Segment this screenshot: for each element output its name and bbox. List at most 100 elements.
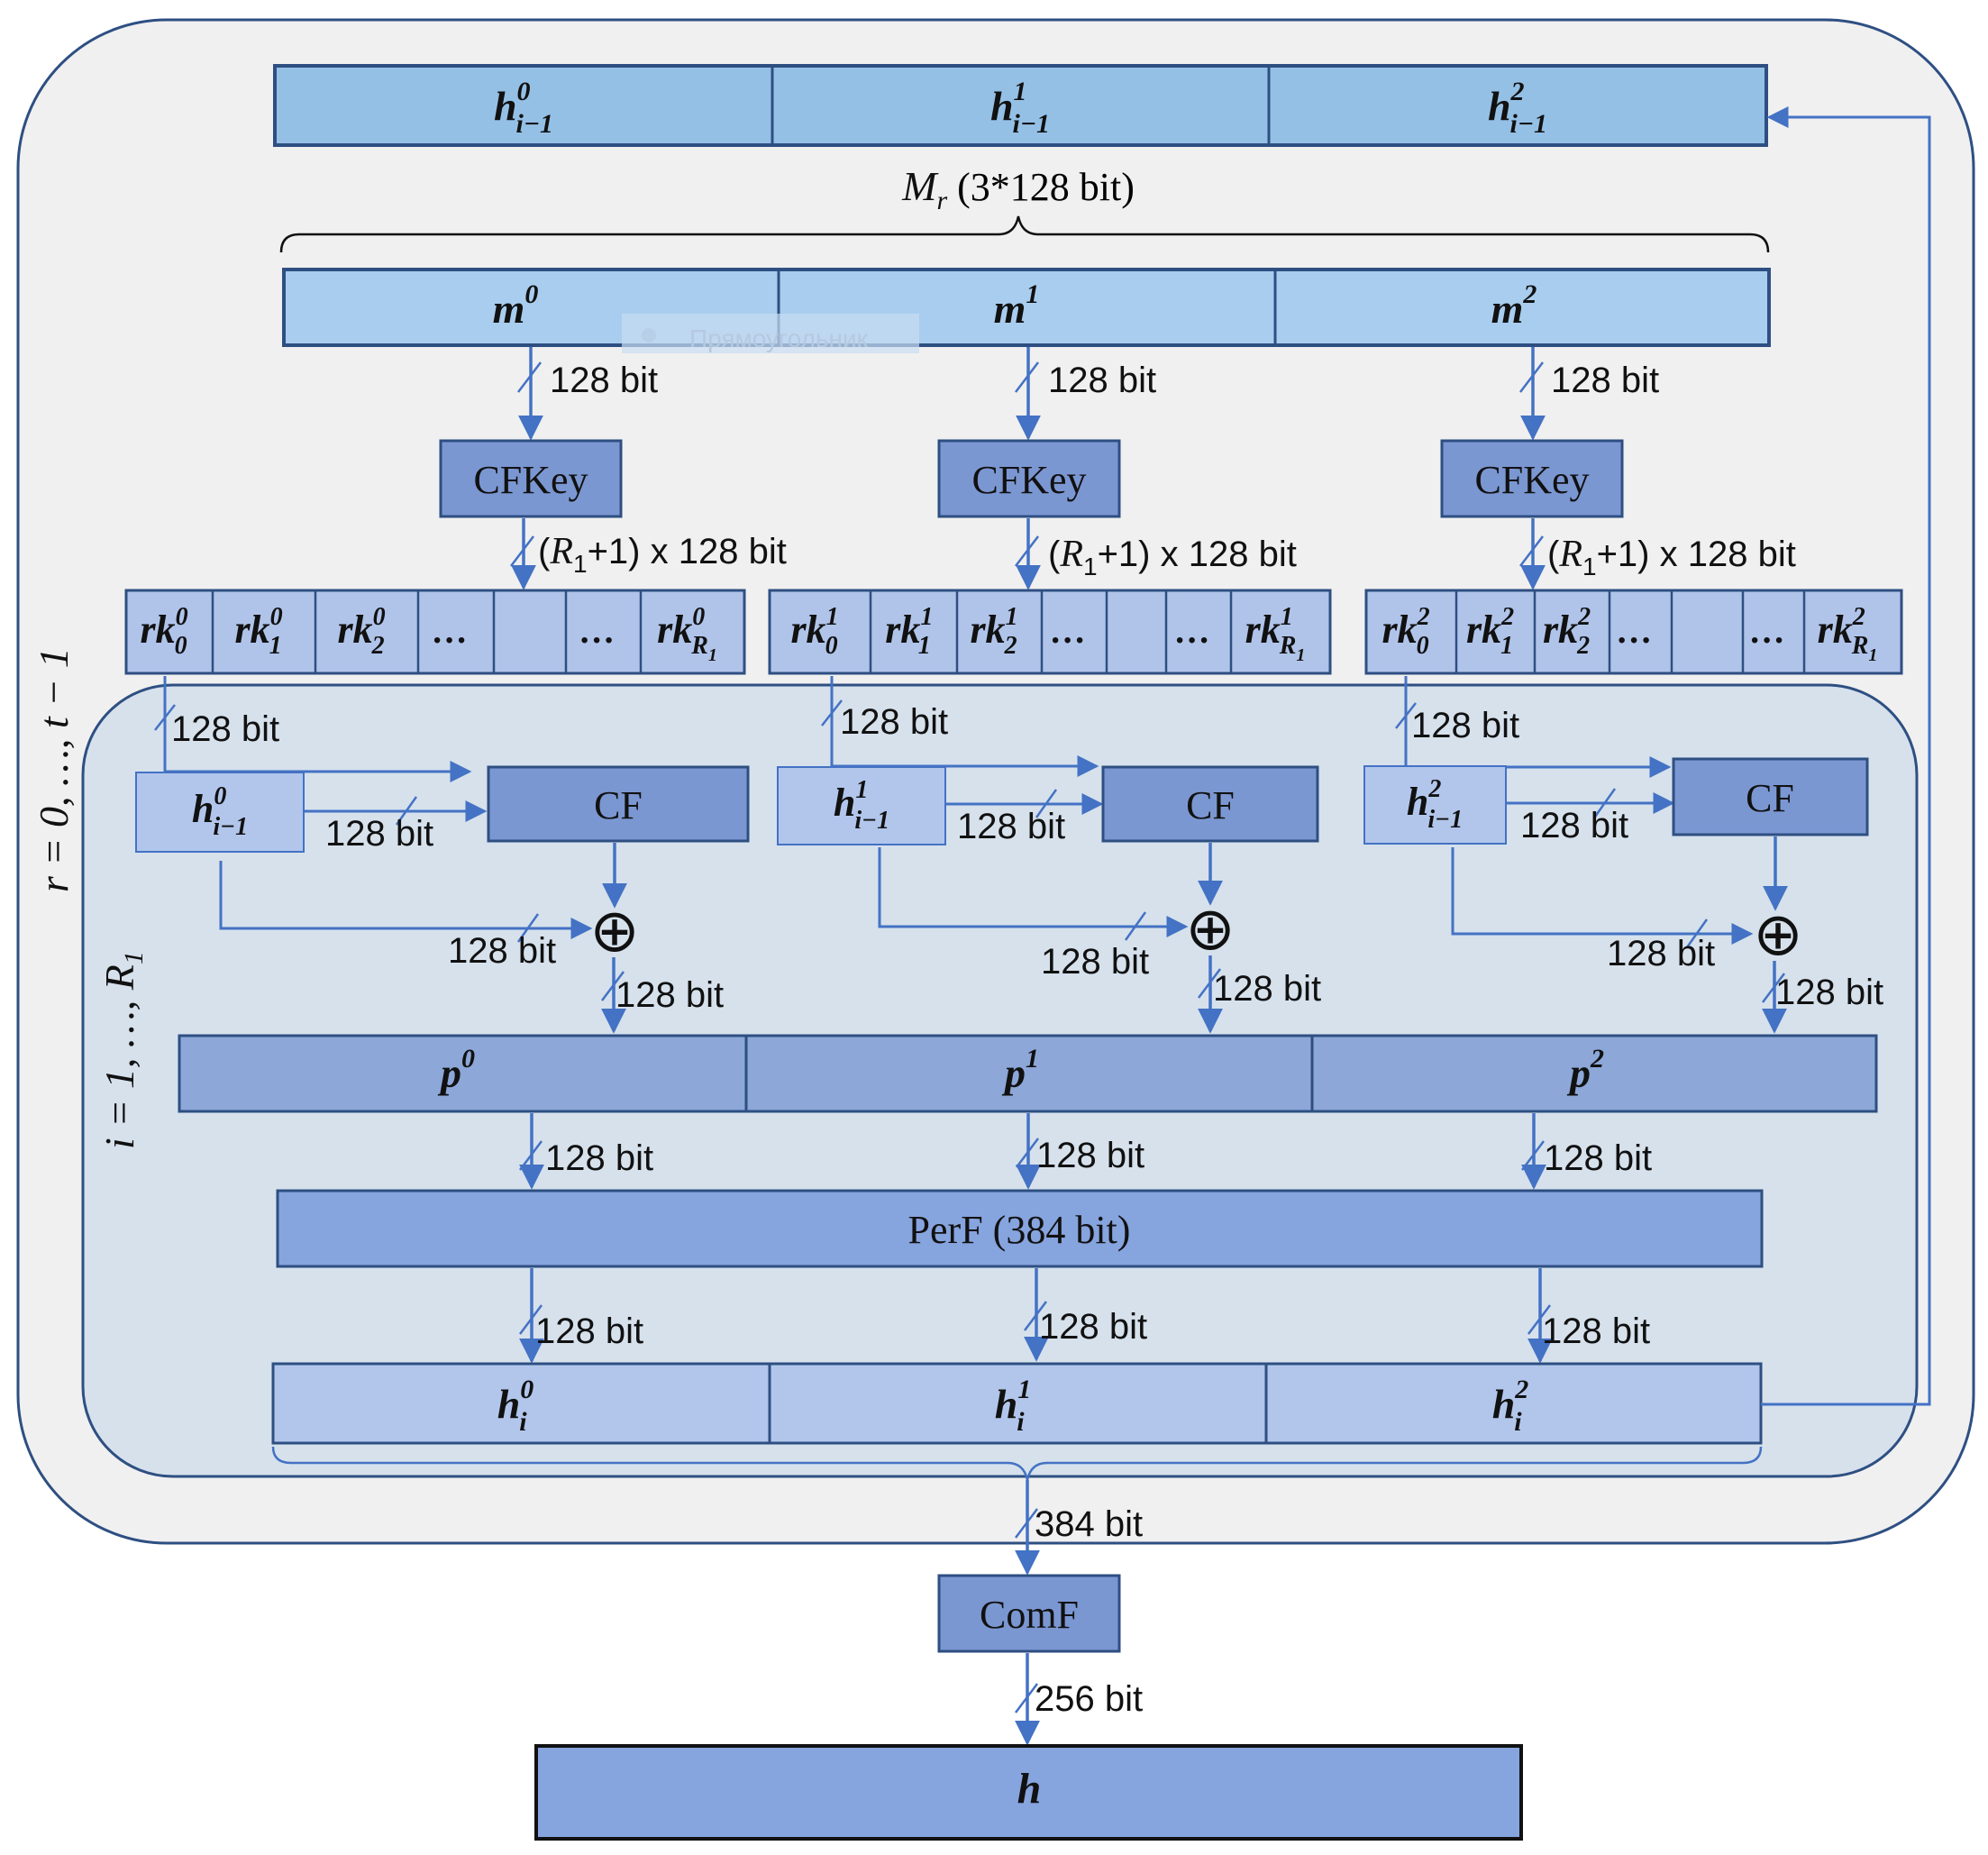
bit-label: 128 bit — [1036, 1136, 1144, 1175]
bit-label: 128 bit — [448, 931, 556, 971]
cf-label: CF — [594, 783, 643, 827]
feedback-arrow — [1761, 106, 1931, 1406]
perf-box — [276, 1189, 1764, 1268]
svg-text:i = 1, …, R1: i = 1, …, R1 — [96, 951, 149, 1149]
cf-box — [487, 765, 750, 843]
branch-to-cf-arrows — [304, 788, 1675, 826]
cfkey-label: CFKey — [473, 458, 588, 502]
round-key-cell: … — [1750, 610, 1786, 651]
watermark-dot — [642, 328, 656, 343]
cf-to-xor-arrows — [602, 836, 1788, 911]
bit-label: 128 bit — [1551, 361, 1659, 400]
round-key-cell: … — [1051, 610, 1087, 651]
bit-label: 256 bit — [1035, 1679, 1143, 1719]
bit-label: 128 bit — [840, 702, 948, 742]
perf-label: PerF (384 bit) — [908, 1208, 1131, 1252]
p-block: p1 — [1001, 1044, 1039, 1096]
message-block: m0 — [493, 279, 539, 332]
branch-input-box — [777, 766, 946, 845]
bit-label: 128 bit — [171, 709, 279, 749]
comf-label: ComF — [980, 1593, 1079, 1637]
cf-box — [1672, 757, 1869, 836]
cf-box — [1101, 765, 1319, 843]
final-hash-label: h — [1017, 1765, 1042, 1813]
cfkey-to-rk-arrows — [510, 518, 1546, 590]
bit-label: 128 bit — [550, 361, 658, 400]
cf-boxes: CF CF CF — [487, 757, 1869, 843]
cfkey-box — [1440, 439, 1624, 518]
bit-label: 128 bit — [1542, 1311, 1650, 1351]
cfkey-boxes: CFKey CFKey CFKey — [439, 439, 1624, 518]
bit-label: 128 bit — [1544, 1138, 1652, 1178]
cfkey-box — [439, 439, 623, 518]
cfkey-box — [937, 439, 1121, 518]
round-key-cell: … — [433, 610, 469, 651]
message-brace — [279, 215, 1770, 253]
bit-label: 128 bit — [1411, 706, 1519, 745]
watermark-rect — [622, 314, 919, 353]
cf-label: CF — [1186, 783, 1235, 827]
inner-loop-label: i = 1, …, R — [96, 964, 142, 1149]
xor-symbol: ⊕ — [1753, 902, 1802, 968]
round-key-bar — [768, 589, 1332, 675]
bit-label: 384 bit — [1035, 1504, 1143, 1544]
xor-to-p-arrows — [601, 955, 1787, 1034]
branch-input-box — [135, 772, 305, 853]
round-key-cell: … — [1175, 610, 1211, 651]
p-row: p0 p1 p2 — [178, 1034, 1878, 1113]
bit-label: 128 bit — [1039, 1307, 1147, 1347]
p-bar — [178, 1034, 1878, 1113]
message-to-cfkey-arrows — [517, 347, 1546, 441]
p-block: p2 — [1566, 1044, 1604, 1096]
message-block: m2 — [1491, 279, 1537, 332]
branch-input-box — [1363, 765, 1507, 845]
comf-box — [937, 1574, 1121, 1653]
inner-loop-label-group: i = 1, …, R1 — [96, 951, 149, 1149]
slash-mark — [1015, 1683, 1038, 1713]
slash-mark — [1015, 1508, 1038, 1539]
feedforward-arrows — [219, 847, 1754, 948]
outer-loop-label: r = 0, …, t − 1 — [31, 647, 77, 892]
bit-label: 128 bit — [1775, 973, 1883, 1012]
p-block: p0 — [437, 1044, 475, 1096]
message-block: m1 — [994, 279, 1040, 332]
round-key-label: (R1+1) x 128 bit — [538, 531, 787, 578]
bit-label: 128 bit — [535, 1311, 643, 1351]
message-bar — [282, 268, 1771, 347]
bit-label: 128 bit — [1607, 934, 1715, 973]
bit-label: 128 bit — [1213, 969, 1321, 1009]
round-key-cell: … — [1618, 610, 1654, 651]
bit-label: 128 bit — [616, 975, 724, 1015]
bit-label: 128 bit — [957, 807, 1065, 846]
perf-to-output-arrows — [519, 1268, 1553, 1364]
bit-label: 128 bit — [545, 1138, 653, 1178]
bit-label: 128 bit — [325, 814, 433, 854]
xor-symbol: ⊕ — [1185, 897, 1235, 963]
bit-label: 128 bit — [1041, 942, 1149, 982]
